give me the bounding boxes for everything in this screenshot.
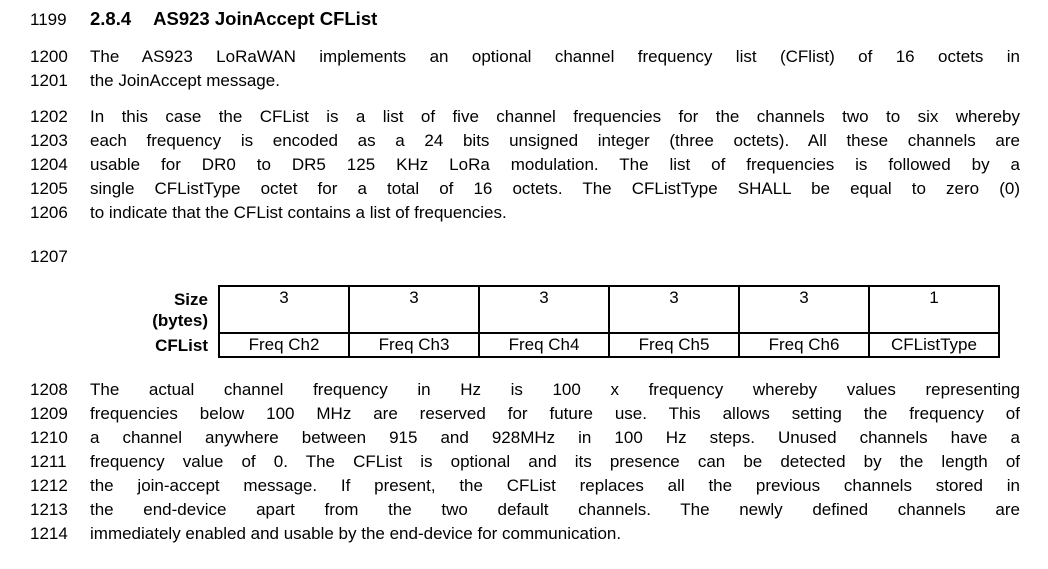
paragraph: 1202 In this case the CFList is a list of… — [30, 105, 1020, 225]
line-number: 1203 — [30, 131, 68, 150]
section-number: 2.8.4 — [90, 8, 132, 29]
blank-document-line: 1207 — [30, 245, 1020, 269]
line-text: frequency value of 0. The CFList is opti… — [90, 452, 1020, 471]
table-size-cell: 1 — [868, 285, 1000, 334]
document-line: 1213 the end-device apart from the two de… — [30, 498, 1020, 522]
document-line: 1211 frequency value of 0. The CFList is … — [30, 450, 1020, 474]
line-number: 1201 — [30, 71, 68, 90]
line-text: The actual channel frequency in Hz is 10… — [90, 380, 1020, 399]
line-text: the join-accept message. If present, the… — [90, 476, 1020, 495]
section-heading-line: 1199 2.8.4 AS923 JoinAccept CFList — [30, 6, 1020, 33]
document-line: 1200 The AS923 LoRaWAN implements an opti… — [30, 45, 1020, 69]
table-field-cell: Freq Ch5 — [608, 332, 740, 358]
line-number: 1210 — [30, 428, 68, 447]
document-line: 1212 the join-accept message. If present,… — [30, 474, 1020, 498]
line-number: 1211 — [30, 452, 67, 471]
line-number: 1212 — [30, 476, 68, 495]
line-number: 1204 — [30, 155, 68, 174]
document-line: 1214 immediately enabled and usable by th… — [30, 522, 1020, 546]
document-content: 1200 The AS923 LoRaWAN implements an opti… — [30, 45, 1020, 546]
document-line: 1203 each frequency is encoded as a 24 bi… — [30, 129, 1020, 153]
table-size-cell: 3 — [348, 285, 480, 334]
section-title: AS923 JoinAccept CFList — [153, 8, 378, 29]
line-number: 1206 — [30, 203, 68, 222]
line-number: 1208 — [30, 380, 68, 399]
line-text: single CFListType octet for a total of 1… — [90, 179, 1020, 198]
line-number: 1214 — [30, 524, 68, 543]
table-field-cell: Freq Ch3 — [348, 332, 480, 358]
line-text: a channel anywhere between 915 and 928MH… — [90, 428, 1020, 447]
table-size-cell: 3 — [478, 285, 610, 334]
line-text: each frequency is encoded as a 24 bits u… — [90, 131, 1020, 150]
line-number: 1213 — [30, 500, 68, 519]
table-field-cell: CFListType — [868, 332, 1000, 358]
line-text: immediately enabled and usable by the en… — [90, 524, 622, 543]
line-text: the JoinAccept message. — [90, 71, 280, 90]
table-row-label-size: Size (bytes) — [152, 289, 208, 330]
line-number: 1205 — [30, 179, 68, 198]
document-line: 1201 the JoinAccept message. — [30, 69, 1020, 93]
line-number: 1202 — [30, 107, 68, 126]
table-row-label-cflist: CFList — [155, 335, 208, 355]
line-text: The AS923 LoRaWAN implements an optional… — [90, 47, 1020, 66]
table-size-cell: 3 — [738, 285, 870, 334]
document-line: 1204 usable for DR0 to DR5 125 KHz LoRa m… — [30, 153, 1020, 177]
section-heading: 2.8.4 AS923 JoinAccept CFList — [90, 6, 1020, 32]
table-field-cell: Freq Ch6 — [738, 332, 870, 358]
line-text: usable for DR0 to DR5 125 KHz LoRa modul… — [90, 155, 1020, 174]
paragraph: 1208 The actual channel frequency in Hz i… — [30, 378, 1020, 546]
line-number: 1199 — [30, 10, 67, 29]
line-number: 1207 — [30, 247, 68, 266]
line-text: to indicate that the CFList contains a l… — [90, 203, 507, 222]
line-number: 1200 — [30, 47, 68, 66]
paragraph: 1200 The AS923 LoRaWAN implements an opti… — [30, 45, 1020, 93]
line-text: frequencies below 100 MHz are reserved f… — [90, 404, 1020, 423]
table-size-cell: 3 — [218, 285, 350, 334]
table-field-cell: Freq Ch4 — [478, 332, 610, 358]
document-line: 1206 to indicate that the CFList contains… — [30, 201, 1020, 225]
table-size-cell: 3 — [608, 285, 740, 334]
document-line: 1202 In this case the CFList is a list of… — [30, 105, 1020, 129]
document-line: 1208 The actual channel frequency in Hz i… — [30, 378, 1020, 402]
table-field-cell: Freq Ch2 — [218, 332, 350, 358]
document-line: 1209 frequencies below 100 MHz are reserv… — [30, 402, 1020, 426]
line-number: 1209 — [30, 404, 68, 423]
line-text: In this case the CFList is a list of fiv… — [90, 107, 1020, 126]
document-line: 1210 a channel anywhere between 915 and 9… — [30, 426, 1020, 450]
line-text: the end-device apart from the two defaul… — [90, 500, 1020, 519]
document-line: 1205 single CFListType octet for a total … — [30, 177, 1020, 201]
